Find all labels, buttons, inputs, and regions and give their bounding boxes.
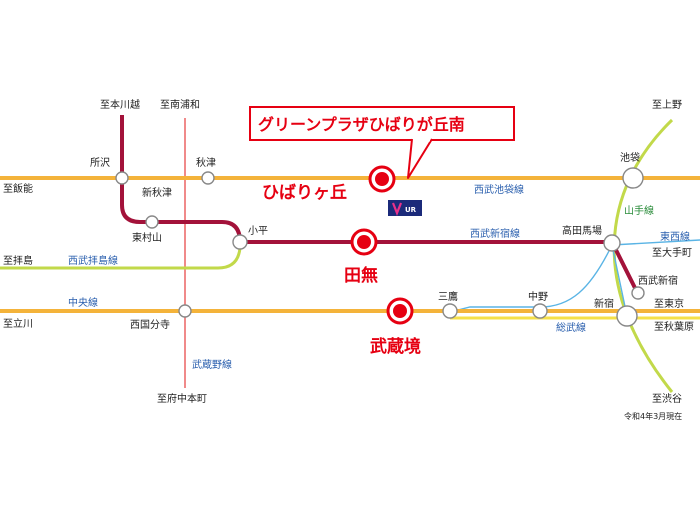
line-seibu-ikebukuro-label: 西武池袋線: [474, 183, 524, 196]
station-mitaka-marker: [442, 303, 458, 319]
seibu-shinjuku-line: [120, 115, 639, 293]
station-akitsu-marker: [201, 171, 215, 185]
station-higashi-murayama-label: 東村山: [132, 231, 162, 244]
ur-logo: UR: [388, 200, 422, 216]
station-tokorozawa-marker: [115, 171, 129, 185]
line-seibu-haijima-label: 西武拝島線: [68, 254, 118, 267]
line-yamanote-label: 山手線: [624, 204, 654, 217]
station-tokorozawa-label: 所沢: [90, 156, 110, 169]
station-nishi-kokubunji-label: 西国分寺: [130, 319, 170, 331]
direction-fuchu-honmachi: 至府中本町: [157, 392, 207, 405]
station-musashisakai-marker: [386, 297, 414, 325]
line-tozai-label: 東西線: [660, 230, 690, 243]
station-higashi-murayama-marker: [145, 215, 159, 229]
station-mitaka-label: 三鷹: [438, 290, 458, 303]
featured-tanashi-label: 田無: [344, 265, 378, 286]
callout-pointer: [407, 138, 433, 179]
callout-box: [249, 106, 515, 141]
direction-ueno: 至上野: [652, 99, 682, 111]
ur-logo-text: UR: [405, 206, 417, 214]
station-seibu-shinjuku-marker: [631, 286, 645, 300]
direction-hon-kawagoe: 至本川越: [100, 98, 140, 111]
station-shinjuku-label: 新宿: [594, 297, 614, 310]
station-nakano-label: 中野: [528, 290, 548, 303]
direction-shibuya: 至渋谷: [652, 392, 682, 405]
station-seibu-shinjuku-label: 西武新宿: [638, 274, 678, 287]
direction-akihabara: 至秋葉原: [654, 320, 694, 333]
station-shin-akitsu-label: 新秋津: [142, 186, 172, 199]
direction-minami-urawa: 至南浦和: [160, 98, 200, 111]
tozai-line: [611, 239, 700, 246]
line-musashino-label: 武蔵野線: [192, 358, 232, 371]
station-ikebukuro-marker: [622, 167, 644, 189]
featured-hibarigaoka-label: ひばりヶ丘: [262, 183, 347, 203]
station-takadanobaba-marker: [603, 234, 621, 252]
direction-tokyo: 至東京: [654, 297, 684, 310]
line-seibu-shinjuku-label: 西武新宿線: [470, 227, 520, 240]
property-callout: グリーンプラザひばりが丘南: [249, 106, 515, 179]
as-of-date: 令和4年3月現在: [624, 411, 682, 421]
station-ikebukuro-label: 池袋: [620, 151, 640, 164]
sobu-to-shinjuku: [611, 244, 628, 317]
line-sobu-label: 総武線: [556, 321, 586, 334]
line-chuo-label: 中央線: [68, 296, 98, 309]
direction-haijima: 至拝島: [3, 254, 33, 267]
station-shinjuku-marker: [616, 305, 638, 327]
direction-hanno: 至飯能: [3, 182, 33, 195]
featured-musashisakai-label: 武蔵境: [370, 336, 421, 357]
station-kodaira-label: 小平: [248, 225, 268, 237]
callout-text: グリーンプラザひばりが丘南: [258, 115, 465, 134]
station-tanashi-marker: [350, 228, 378, 256]
direction-otemachi: 至大手町: [652, 246, 692, 259]
station-akitsu-label: 秋津: [196, 156, 216, 169]
station-nishi-kokubunji-marker: [178, 304, 192, 318]
station-hibarigaoka-marker: [368, 165, 396, 193]
station-nakano-marker: [532, 303, 548, 319]
station-takadanobaba-label: 高田馬場: [562, 224, 602, 237]
seibu-haijima-line: [0, 247, 242, 270]
station-kodaira-marker: [232, 234, 248, 250]
direction-tachikawa: 至立川: [3, 317, 33, 330]
